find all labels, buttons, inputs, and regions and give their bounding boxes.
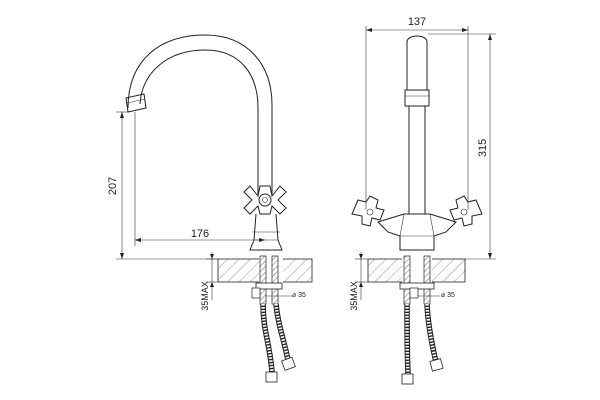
mounting-shanks-left [251, 255, 283, 305]
dimension-label-176: 176 [191, 228, 209, 240]
dimension-spout-reach: 176 [134, 112, 265, 246]
dimension-spout-height: 207 [107, 111, 218, 260]
faucet-body-side [249, 213, 283, 251]
flex-hoses-left [260, 303, 296, 383]
valve-body-front [377, 213, 457, 251]
dimension-deck-right: 35MAX [349, 252, 368, 311]
spout-inner-outline [139, 49, 259, 196]
aerator-tip [125, 93, 147, 113]
flex-hoses-right [401, 303, 444, 385]
diameter-annotation-right: ⌀ 35 [418, 292, 455, 299]
diameter-label-left: ⌀ 35 [292, 292, 306, 299]
diameter-annotation-left: ⌀ 35 [266, 292, 306, 299]
diameter-label-right: ⌀ 35 [441, 292, 455, 299]
dimension-overall-width: 137 [365, 16, 469, 210]
dimension-deck-left: 35MAX [200, 252, 218, 311]
dimension-label-137: 137 [408, 16, 426, 28]
dimension-overall-height: 315 [428, 33, 496, 260]
dimension-label-315: 315 [477, 139, 489, 157]
cross-handle-side [243, 185, 287, 215]
dimension-label-207: 207 [107, 177, 119, 195]
spout-outline [127, 34, 273, 196]
spout-front [406, 35, 428, 90]
side-view: 207 176 35MAX ⌀ 35 [107, 34, 313, 383]
dimension-label-35max-left: 35MAX [200, 281, 210, 311]
dimension-label-35max-right: 35MAX [349, 281, 359, 311]
front-view: 137 315 35MAX ⌀ 35 [349, 16, 496, 385]
